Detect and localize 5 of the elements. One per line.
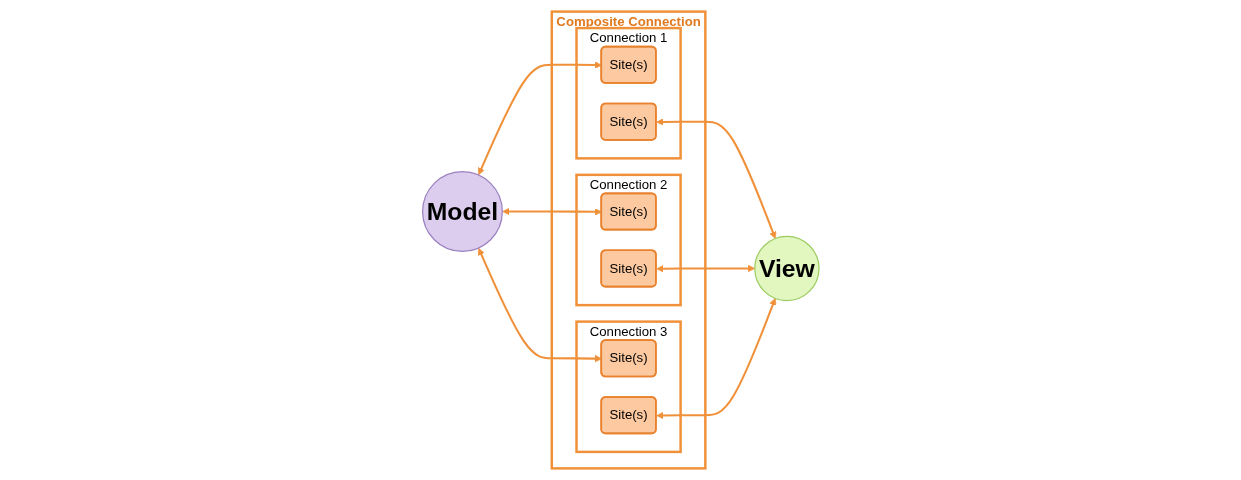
node-circle: Model bbox=[421, 171, 503, 252]
arrow bbox=[656, 298, 777, 420]
arrow bbox=[656, 264, 755, 273]
arrow bbox=[656, 118, 777, 239]
node-circle: View bbox=[753, 235, 820, 302]
